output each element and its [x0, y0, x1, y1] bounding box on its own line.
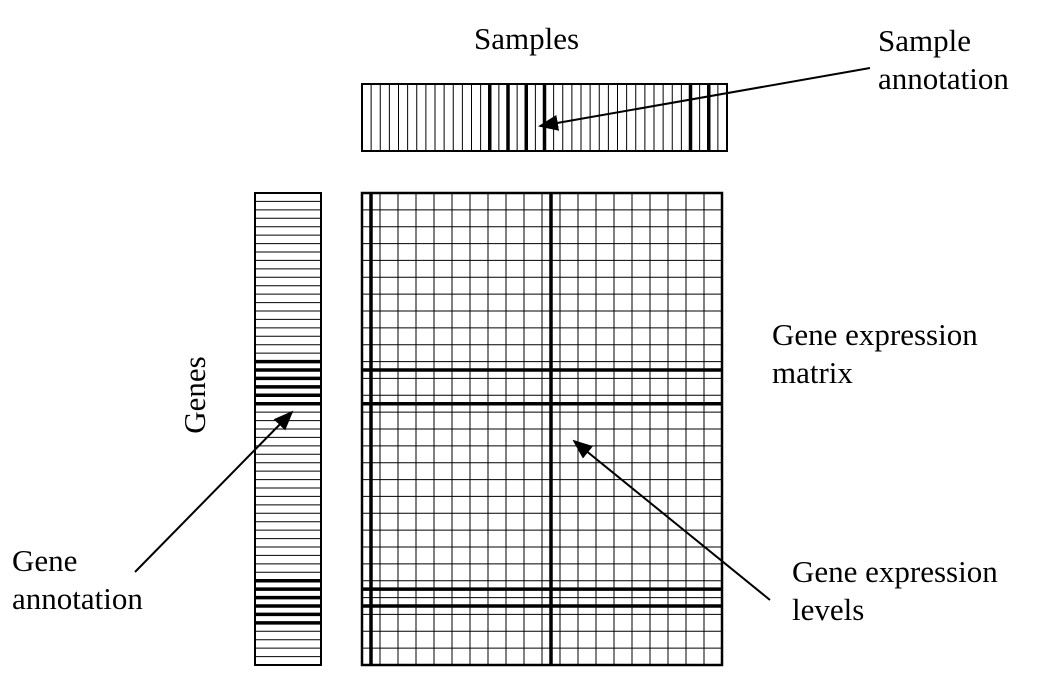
sample-annotation-bar [361, 83, 728, 152]
sample-annotation-label: Sample annotation [878, 22, 1009, 98]
gene-expression-levels-line-2: levels [792, 592, 865, 627]
gene-expression-matrix-label: Gene expression matrix [772, 316, 978, 392]
sample-annotation-line-1: Sample [878, 23, 971, 58]
samples-label: Samples [474, 21, 580, 56]
sample-annotation-line-2: annotation [878, 61, 1009, 96]
gene-expression-levels-line-1: Gene expression [792, 554, 998, 589]
sample-annotation-arrow [538, 67, 871, 131]
gene-annotation-line-2: annotation [12, 581, 143, 616]
gene-expression-matrix-line-1: Gene expression [772, 317, 978, 352]
matrix-outline [360, 191, 724, 667]
gene-expression-matrix [360, 191, 724, 667]
gene-expression-matrix-line-2: matrix [772, 355, 853, 390]
gene-expression-levels-label: Gene expression levels [792, 553, 998, 629]
genes-label: Genes [177, 356, 212, 434]
arrows [134, 67, 871, 601]
gene-annotation-bar [254, 192, 322, 666]
gene-annotation-label: Gene annotation [12, 542, 143, 618]
gene-expression-levels-arrow [572, 439, 771, 601]
gene-annotation-arrow [134, 410, 294, 573]
gene-annotation-line-1: Gene [12, 543, 78, 578]
